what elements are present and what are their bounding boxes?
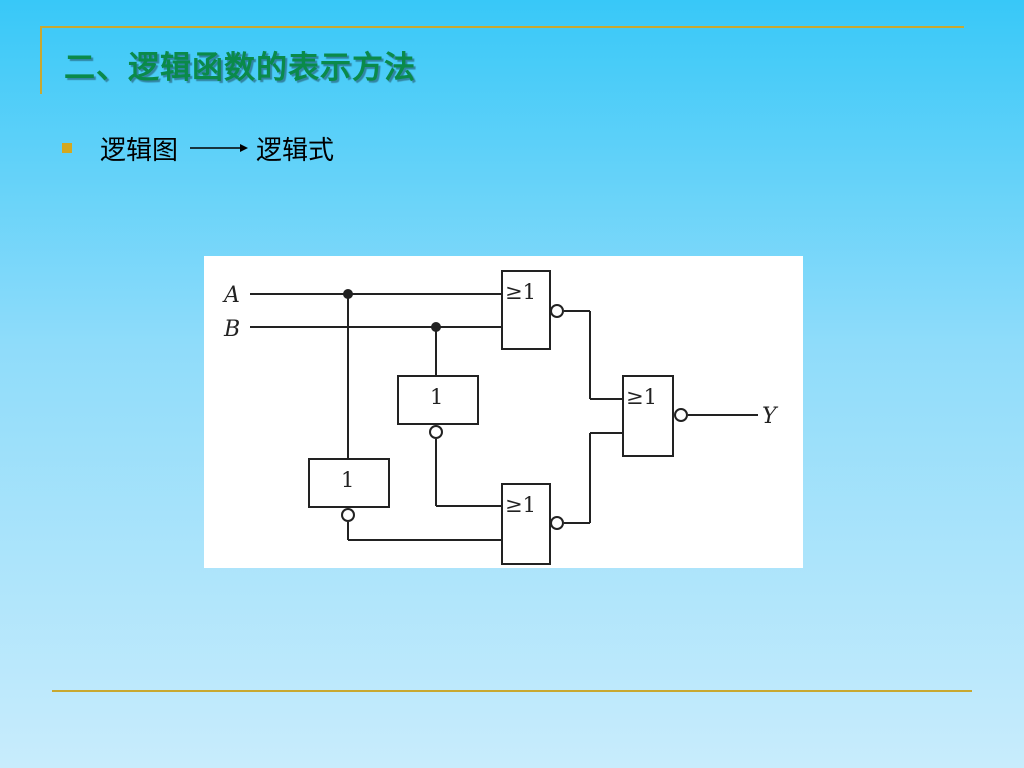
slide-title: 二、逻辑函数的表示方法 <box>64 50 416 86</box>
junction-a <box>343 289 353 299</box>
logic-diagram: A B Y ≥1 1 1 ≥1 ≥1 <box>204 256 803 568</box>
bubble-not-a <box>341 508 355 522</box>
bubble-not-b <box>429 425 443 439</box>
bullet-from-text: 逻辑图 <box>100 135 179 166</box>
gate-not-a <box>308 458 390 508</box>
bottom-divider <box>52 690 972 692</box>
top-divider <box>40 26 964 28</box>
bubble-nor-bottom <box>550 516 564 530</box>
input-b-label: B <box>223 317 240 342</box>
right-arrow-icon <box>190 144 249 152</box>
bubble-nor-final <box>674 408 688 422</box>
gate-nor-top <box>501 270 551 350</box>
bubble-nor-top <box>550 304 564 318</box>
junction-b <box>431 322 441 332</box>
bullet-item: 逻辑图 逻辑式 <box>62 128 334 168</box>
output-y-label: Y <box>762 404 779 429</box>
gate-nor-bottom <box>501 483 551 565</box>
gate-nor-bottom-label: ≥1 <box>505 493 536 517</box>
bullet-square-icon <box>62 143 72 153</box>
gate-nor-top-label: ≥1 <box>505 280 536 304</box>
logic-diagram-svg: A B Y ≥1 1 1 ≥1 ≥1 <box>222 270 779 565</box>
gate-not-b-label: 1 <box>430 385 443 409</box>
input-a-label: A <box>222 283 240 308</box>
gate-nor-final-label: ≥1 <box>626 385 657 409</box>
gate-not-b <box>397 375 479 425</box>
title-left-divider <box>40 26 42 94</box>
bullet-to-text: 逻辑式 <box>256 135 335 166</box>
gate-not-a-label: 1 <box>341 468 354 492</box>
gate-nor-final <box>622 375 674 457</box>
